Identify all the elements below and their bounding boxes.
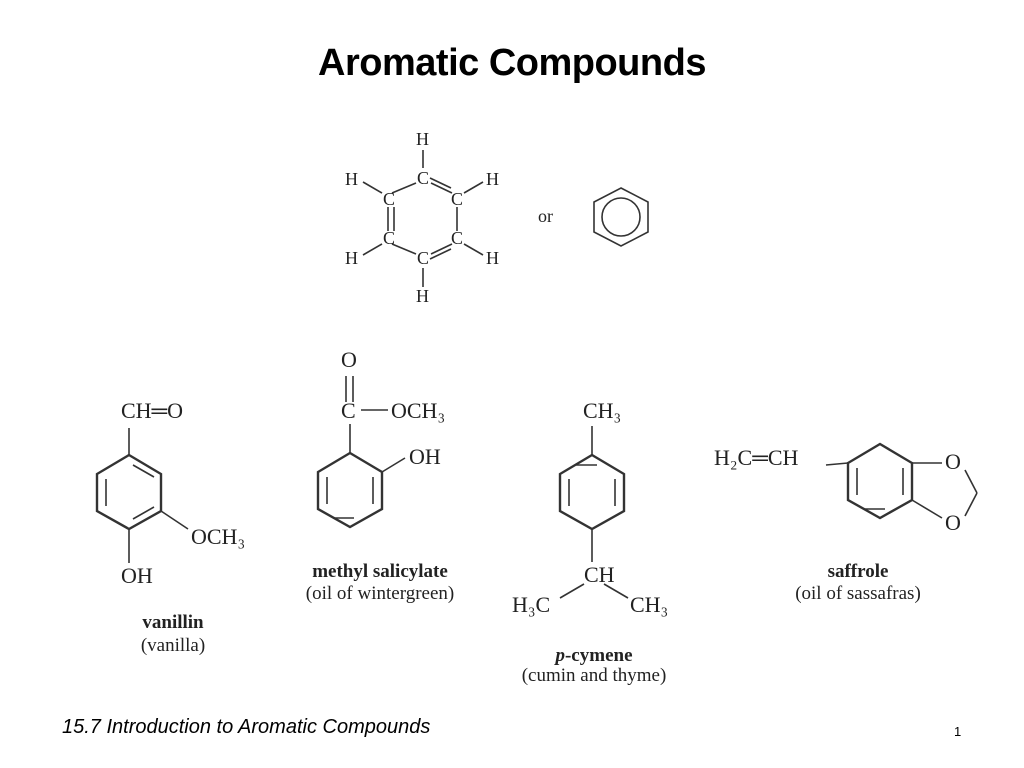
vanillin-source: (vanilla)	[141, 635, 205, 656]
benzene-h-top: H	[416, 129, 429, 149]
benzene-c-bottom: C	[417, 248, 429, 268]
benzene-kekule-structure: H C H H C C C C H H C H	[345, 129, 499, 306]
saffrole-source: (oil of sassafras)	[795, 583, 921, 604]
benzene-h-top-left: H	[345, 169, 358, 189]
benzene-h-bottom-right: H	[486, 248, 499, 268]
benzene-c-top-right: C	[451, 189, 463, 209]
p-cymene-structure: CH₃ CH H₃C CH₃ p-cymene (cumin and thyme…	[512, 398, 668, 686]
p-cymene-name-suffix: -cymene	[565, 645, 633, 666]
benzene-h-top-right: H	[486, 169, 499, 189]
slide-footer: 15.7 Introduction to Aromatic Compounds	[62, 716, 431, 738]
p-cymene-left-methyl: H₃C	[512, 592, 550, 617]
p-cymene-ch: CH	[584, 562, 615, 587]
benzene-circle-ring	[593, 187, 649, 247]
benzene-c-bottom-left: C	[383, 228, 395, 248]
p-cymene-name: p-cymene	[553, 645, 632, 666]
benzene-c-top-left: C	[383, 189, 395, 209]
slide-title: Aromatic Compounds	[318, 42, 706, 84]
p-cymene-right-methyl: CH₃	[630, 592, 668, 617]
vanillin-structure: CH═O OCH₃ OH vanillin (vanilla)	[95, 398, 245, 656]
methyl-salicylate-carbonyl-o: O	[341, 347, 357, 372]
benzene-h-bottom-left: H	[345, 248, 358, 268]
methyl-salicylate-methoxy: OCH₃	[391, 398, 445, 423]
vanillin-aldehyde: CH═O	[121, 398, 183, 423]
vanillin-name: vanillin	[142, 612, 204, 633]
benzene-c-top: C	[417, 168, 429, 188]
saffrole-oxygen-top: O	[945, 449, 961, 474]
methyl-salicylate-carbon: C	[341, 398, 356, 423]
saffrole-name: saffrole	[828, 561, 889, 582]
methyl-salicylate-name: methyl salicylate	[312, 561, 448, 582]
saffrole-vinyl: H₂C═CH	[714, 445, 798, 470]
benzene-h-bottom: H	[416, 286, 429, 306]
p-cymene-name-prefix: p	[553, 645, 565, 666]
vanillin-hydroxyl: OH	[121, 563, 153, 588]
saffrole-structure: H₂C═CH O O saffrole (oil of sassafras)	[714, 442, 978, 604]
methyl-salicylate-hydroxyl: OH	[409, 444, 441, 469]
methyl-salicylate-structure: O C OCH₃ OH methyl salicylate (oil of wi…	[306, 347, 454, 604]
p-cymene-methyl: CH₃	[583, 398, 621, 423]
vanillin-methoxy: OCH₃	[191, 524, 245, 549]
methyl-salicylate-source: (oil of wintergreen)	[306, 583, 454, 604]
saffrole-oxygen-bottom: O	[945, 510, 961, 535]
page-number: 1	[954, 724, 962, 739]
benzene-c-bottom-right: C	[451, 228, 463, 248]
p-cymene-source: (cumin and thyme)	[522, 665, 667, 686]
or-connector: or	[538, 206, 553, 226]
